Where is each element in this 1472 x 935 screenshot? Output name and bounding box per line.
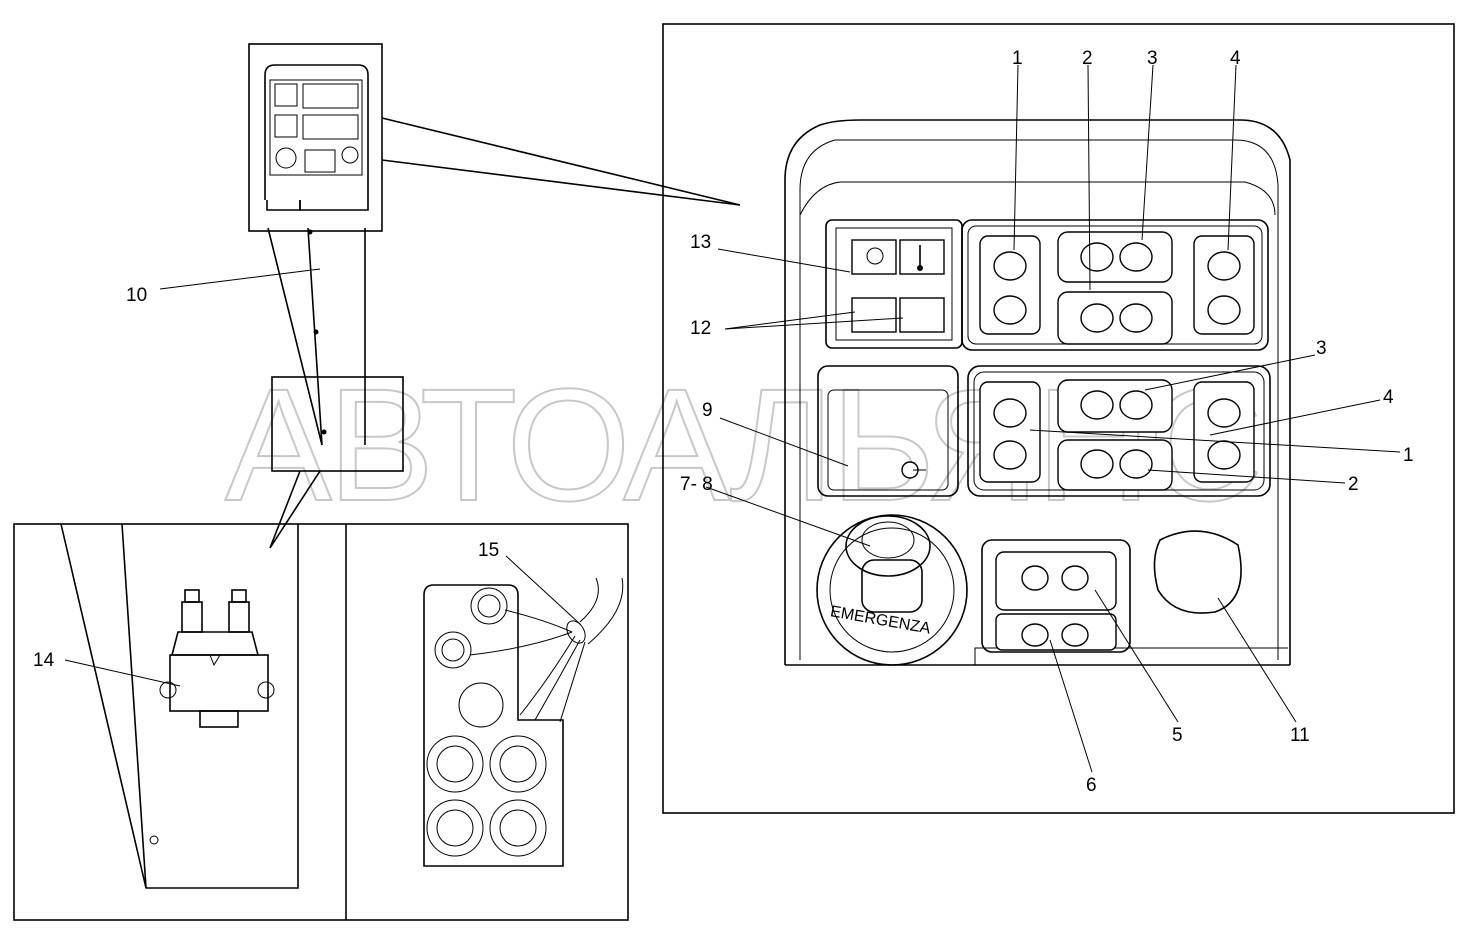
button-3b[interactable] [1119,242,1153,272]
button-2d[interactable] [1119,449,1153,479]
temperature-indicator [899,239,945,275]
ignition-block [817,365,959,497]
button-2a[interactable] [1080,303,1114,333]
switch-12a[interactable] [851,297,897,333]
pad-3-top [1057,231,1173,283]
lower-control-block [967,365,1271,497]
callout-9: 9 [702,400,713,421]
button-6b[interactable] [1061,623,1089,647]
callout-4-mid: 4 [1383,387,1394,408]
callout-12: 12 [690,318,711,339]
pad-2-top [1057,291,1173,345]
button-3a[interactable] [1080,242,1114,272]
button-3c[interactable] [1080,390,1114,420]
callout-1-top: 1 [1012,48,1023,69]
callout-10: 10 [126,285,147,306]
button-1d[interactable] [993,440,1027,470]
button-5a[interactable] [1021,565,1049,591]
pad-2-mid [1057,439,1173,491]
button-6a[interactable] [1021,623,1049,647]
button-3d[interactable] [1119,390,1153,420]
button-4b[interactable] [1207,295,1241,325]
relay-14 [159,589,275,728]
callout-5: 5 [1172,725,1183,746]
overview-frame: 10 [126,43,741,549]
bottom-detail-frame: 14 15 [13,523,629,921]
callout-2-mid: 2 [1348,474,1359,495]
cover-plate-11 [1153,530,1242,614]
upper-control-block [961,219,1269,351]
main-detail-frame: EMERGENZA [662,23,1455,814]
button-4c[interactable] [1207,398,1241,428]
callout-4-top: 4 [1230,48,1241,69]
callout-3-mid: 3 [1316,338,1327,359]
callout-7-8: 7- 8 [680,474,713,495]
button-2c[interactable] [1080,449,1114,479]
lamp-switch[interactable] [851,239,897,275]
button-2b[interactable] [1119,303,1153,333]
callout-2-top: 2 [1082,48,1093,69]
switch-12b[interactable] [899,297,945,333]
button-1a[interactable] [993,251,1027,281]
callout-11: 11 [1290,725,1310,746]
button-5b[interactable] [1061,565,1089,591]
callout-14: 14 [33,650,55,671]
callout-6: 6 [1086,775,1097,796]
callout-13: 13 [690,232,711,253]
emergency-stop-button[interactable]: EMERGENZA [816,514,968,666]
button-1c[interactable] [993,398,1027,428]
lower-switch-block [981,539,1131,653]
emergency-label: EMERGENZA [829,603,932,637]
connector-plate-15 [423,577,624,867]
button-1b[interactable] [993,295,1027,325]
button-4a[interactable] [1207,251,1241,281]
callout-15: 15 [478,540,499,561]
callout-1-mid: 1 [1403,445,1414,466]
callout-3-top: 3 [1147,48,1158,69]
button-4d[interactable] [1207,440,1241,470]
